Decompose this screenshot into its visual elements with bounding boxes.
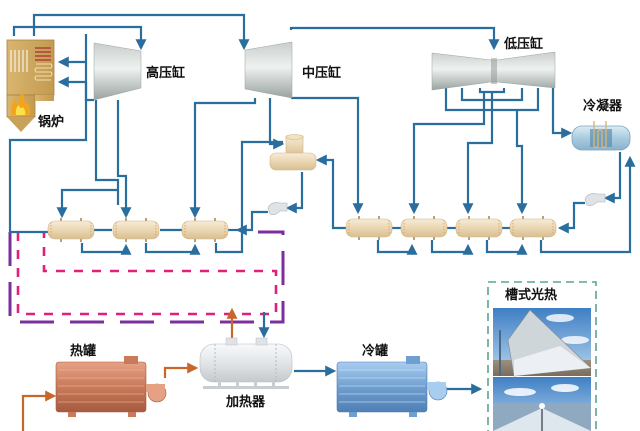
lp-heater-3 bbox=[455, 216, 503, 240]
lp-turbine-label: 低压缸 bbox=[503, 36, 543, 52]
salt-steam-heater bbox=[199, 337, 293, 389]
boiler-label: 锅炉 bbox=[38, 114, 64, 130]
lp-heaters bbox=[345, 216, 557, 240]
condenser bbox=[571, 121, 631, 151]
cold-tank-label: 冷罐 bbox=[362, 343, 388, 359]
lp-heater-4 bbox=[509, 216, 557, 240]
condensate-pump bbox=[584, 193, 606, 206]
solar-field-photo bbox=[493, 377, 591, 431]
hp-heater-1 bbox=[47, 218, 95, 242]
hp-turbine-label: 高压缸 bbox=[146, 65, 185, 81]
hp-turbine bbox=[93, 42, 142, 101]
hot-tank bbox=[55, 356, 167, 417]
hp-heater-3 bbox=[181, 218, 229, 242]
boiler bbox=[6, 39, 55, 132]
cold-tank bbox=[336, 356, 448, 417]
ip-turbine bbox=[244, 41, 293, 99]
hot-tank-label: 热罐 bbox=[70, 343, 96, 359]
hp-heater-2 bbox=[112, 218, 160, 242]
molten-salt-pipes bbox=[21, 307, 238, 431]
trough-csp-panel bbox=[487, 281, 597, 431]
lp-heater-2 bbox=[400, 216, 448, 240]
ip-turbine-label: 中压缸 bbox=[302, 65, 341, 81]
lp-turbine bbox=[431, 51, 556, 91]
purple-dashed-loop bbox=[8, 230, 285, 324]
feed-pump bbox=[267, 202, 288, 215]
pink-dashed-loop bbox=[16, 232, 278, 316]
parabolic-trough-photo bbox=[493, 308, 592, 377]
condenser-label: 冷凝器 bbox=[583, 98, 623, 114]
lp-heater-1 bbox=[345, 216, 393, 240]
csp-label: 槽式光热 bbox=[505, 287, 557, 303]
deaerator bbox=[269, 134, 317, 171]
steam-water-pipes bbox=[8, 13, 636, 395]
heater-label: 加热器 bbox=[225, 394, 266, 410]
hp-heaters bbox=[47, 218, 229, 242]
